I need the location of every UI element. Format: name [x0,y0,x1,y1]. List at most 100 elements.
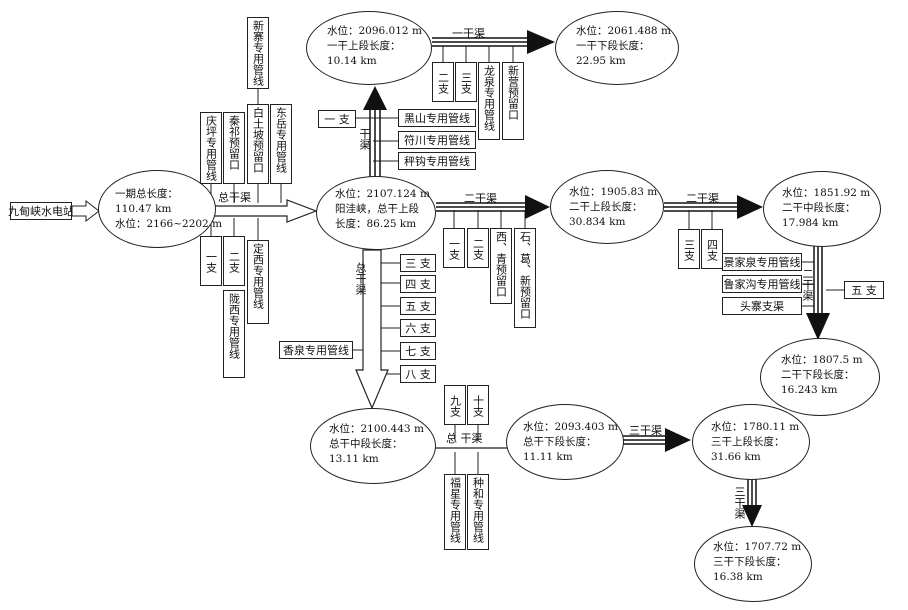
node-text: 二干上段长度： [569,201,643,213]
node-text: 30.834 km [569,216,626,228]
branch-label: 二支 [227,251,241,273]
branch-box: 新营预留口 [502,62,524,140]
branch-label: 十支 [471,395,485,417]
node-text: 水位：2096.012 m [327,25,422,37]
node-text: 三干下段长度： [713,556,787,568]
canal-label: 二干渠 [464,192,497,205]
node-low2: 水位：2093.403 m 总干下段长度： 11.11 km [506,404,624,480]
branch-box: 头寨支渠 [722,297,802,315]
branch-label: 定西专用管线 [251,243,265,309]
canal-label: 二干渠 [801,268,814,301]
canal-label: 总干渠 [218,191,251,204]
branch-box: 二支 [223,236,245,286]
branch-box: 香泉专用管线 [279,341,353,359]
node-text: 13.11 km [329,453,379,465]
branch-label: 秤钩专用管线 [404,154,470,168]
branch-box: 定西专用管线 [247,240,269,324]
branch-box: 白土坡预留口 [247,104,269,184]
branch-label: 石、葛、新预留口 [518,231,532,319]
branch-label: 新寨专用管线 [251,20,265,86]
branch-label: 龙泉专用管线 [482,65,496,131]
node-mid2: 水位：1851.92 m 二干中段长度： 17.984 km [763,171,881,247]
branch-box: 鲁家沟专用管线 [722,275,802,293]
branch-box: 一支 [200,236,222,286]
branch-box: 一支 [443,228,465,268]
branch-box: 八 支 [400,365,436,383]
node-text: 水位：1807.5 m [781,354,863,366]
canal-label: 二干渠 [686,192,719,205]
canal-label: 总干渠 [354,262,367,295]
node-text: 一干下段长度： [576,40,650,52]
node-text: 10.14 km [327,55,377,67]
source-arrow [72,200,100,222]
branch-box: 种和专用管线 [467,474,489,550]
branch-label: 四支 [705,239,719,261]
node-mid3: 水位：1807.5 m 二干下段长度： 16.243 km [760,338,880,416]
branch-box: 三支 [678,229,700,269]
branch-box: 三 支 [400,254,436,272]
branch-box: 五 支 [400,297,436,315]
node-text: 22.95 km [576,55,626,67]
node-top1: 水位：2096.012 m 一干上段长度： 10.14 km [306,11,432,85]
branch-label: 庆坪专用管线 [204,115,218,181]
branch-box: 秤钩专用管线 [398,152,476,170]
node-center: 水位：2107.124 m 阳洼峡，总干上段 长度：86.25 km [316,176,436,250]
branch-label: 景家泉专用管线 [723,255,801,269]
canal-label: 干渠 [358,128,371,150]
node-text: 二干下段长度： [781,369,855,381]
branch-box: 东岳专用管线 [270,104,292,184]
node-text: 水位：2107.124 m [335,188,430,200]
branch-label: 四 支 [405,277,431,291]
branch-label: 香泉专用管线 [283,343,349,357]
branch-label: 头寨支渠 [740,299,784,313]
branch-box: 七 支 [400,342,436,360]
branch-box: 三支 [455,62,477,102]
branch-label: 九支 [448,395,462,417]
branch-box: 庆坪专用管线 [200,112,222,184]
branch-box: 龙泉专用管线 [478,62,500,140]
branch-label: 福星专用管线 [448,477,462,543]
node-text: 水位：2100.443 m [329,423,424,435]
node-text: 11.11 km [523,451,573,463]
station-label: 九甸峡水电站 [8,204,74,218]
branch-label: 西、青预留口 [494,231,508,297]
node-text: 水位：1780.11 m [711,421,800,433]
branch-box: 四支 [701,229,723,269]
branch-label: 东岳专用管线 [274,107,288,173]
branch-box: 符川专用管线 [398,131,476,149]
branch-label: 二支 [471,238,485,260]
canal-label: 总 干渠 [446,432,483,445]
node-text: 长度：86.25 km [335,218,417,230]
branch-label: 二支 [436,72,450,94]
node-text: 水位：1707.72 m [713,541,802,553]
branch-box: 黑山专用管线 [398,109,476,127]
branch-label: 三支 [459,72,473,94]
node-text: 一期总长度： [115,188,178,200]
node-text: 水位：1851.92 m [782,187,871,199]
branch-label: 秦祁预留口 [227,115,241,170]
branch-box: 二支 [467,228,489,268]
branch-box: 六 支 [400,319,436,337]
branch-label: 鲁家沟专用管线 [723,277,801,291]
branch-box: 西、青预留口 [490,228,512,304]
node-text: 一干上段长度： [327,40,401,52]
canal-label: 三干渠 [629,424,662,437]
connector [257,89,259,105]
branch-label: 黑山专用管线 [404,111,470,125]
branch-label: 一支 [204,251,218,273]
node-text: 16.243 km [781,384,838,396]
node-text: 三干上段长度： [711,436,785,448]
node-text: 17.984 km [782,217,839,229]
branch-label: 三 支 [405,256,431,270]
branch-label: 白土坡预留口 [251,107,265,173]
branch-label: 一 支 [324,112,350,126]
branch-box: 福星专用管线 [444,474,466,550]
canal-label: 三干渠 [733,486,746,519]
branch-box: 五 支 [844,281,884,299]
node-low1: 水位：2100.443 m 总干中段长度： 13.11 km [310,408,436,484]
branch-label: 陇西专用管线 [227,293,241,359]
node-text: 水位：1905.83 m [569,186,658,198]
branch-label: 八 支 [405,367,431,381]
branch-box: 十支 [467,385,489,425]
